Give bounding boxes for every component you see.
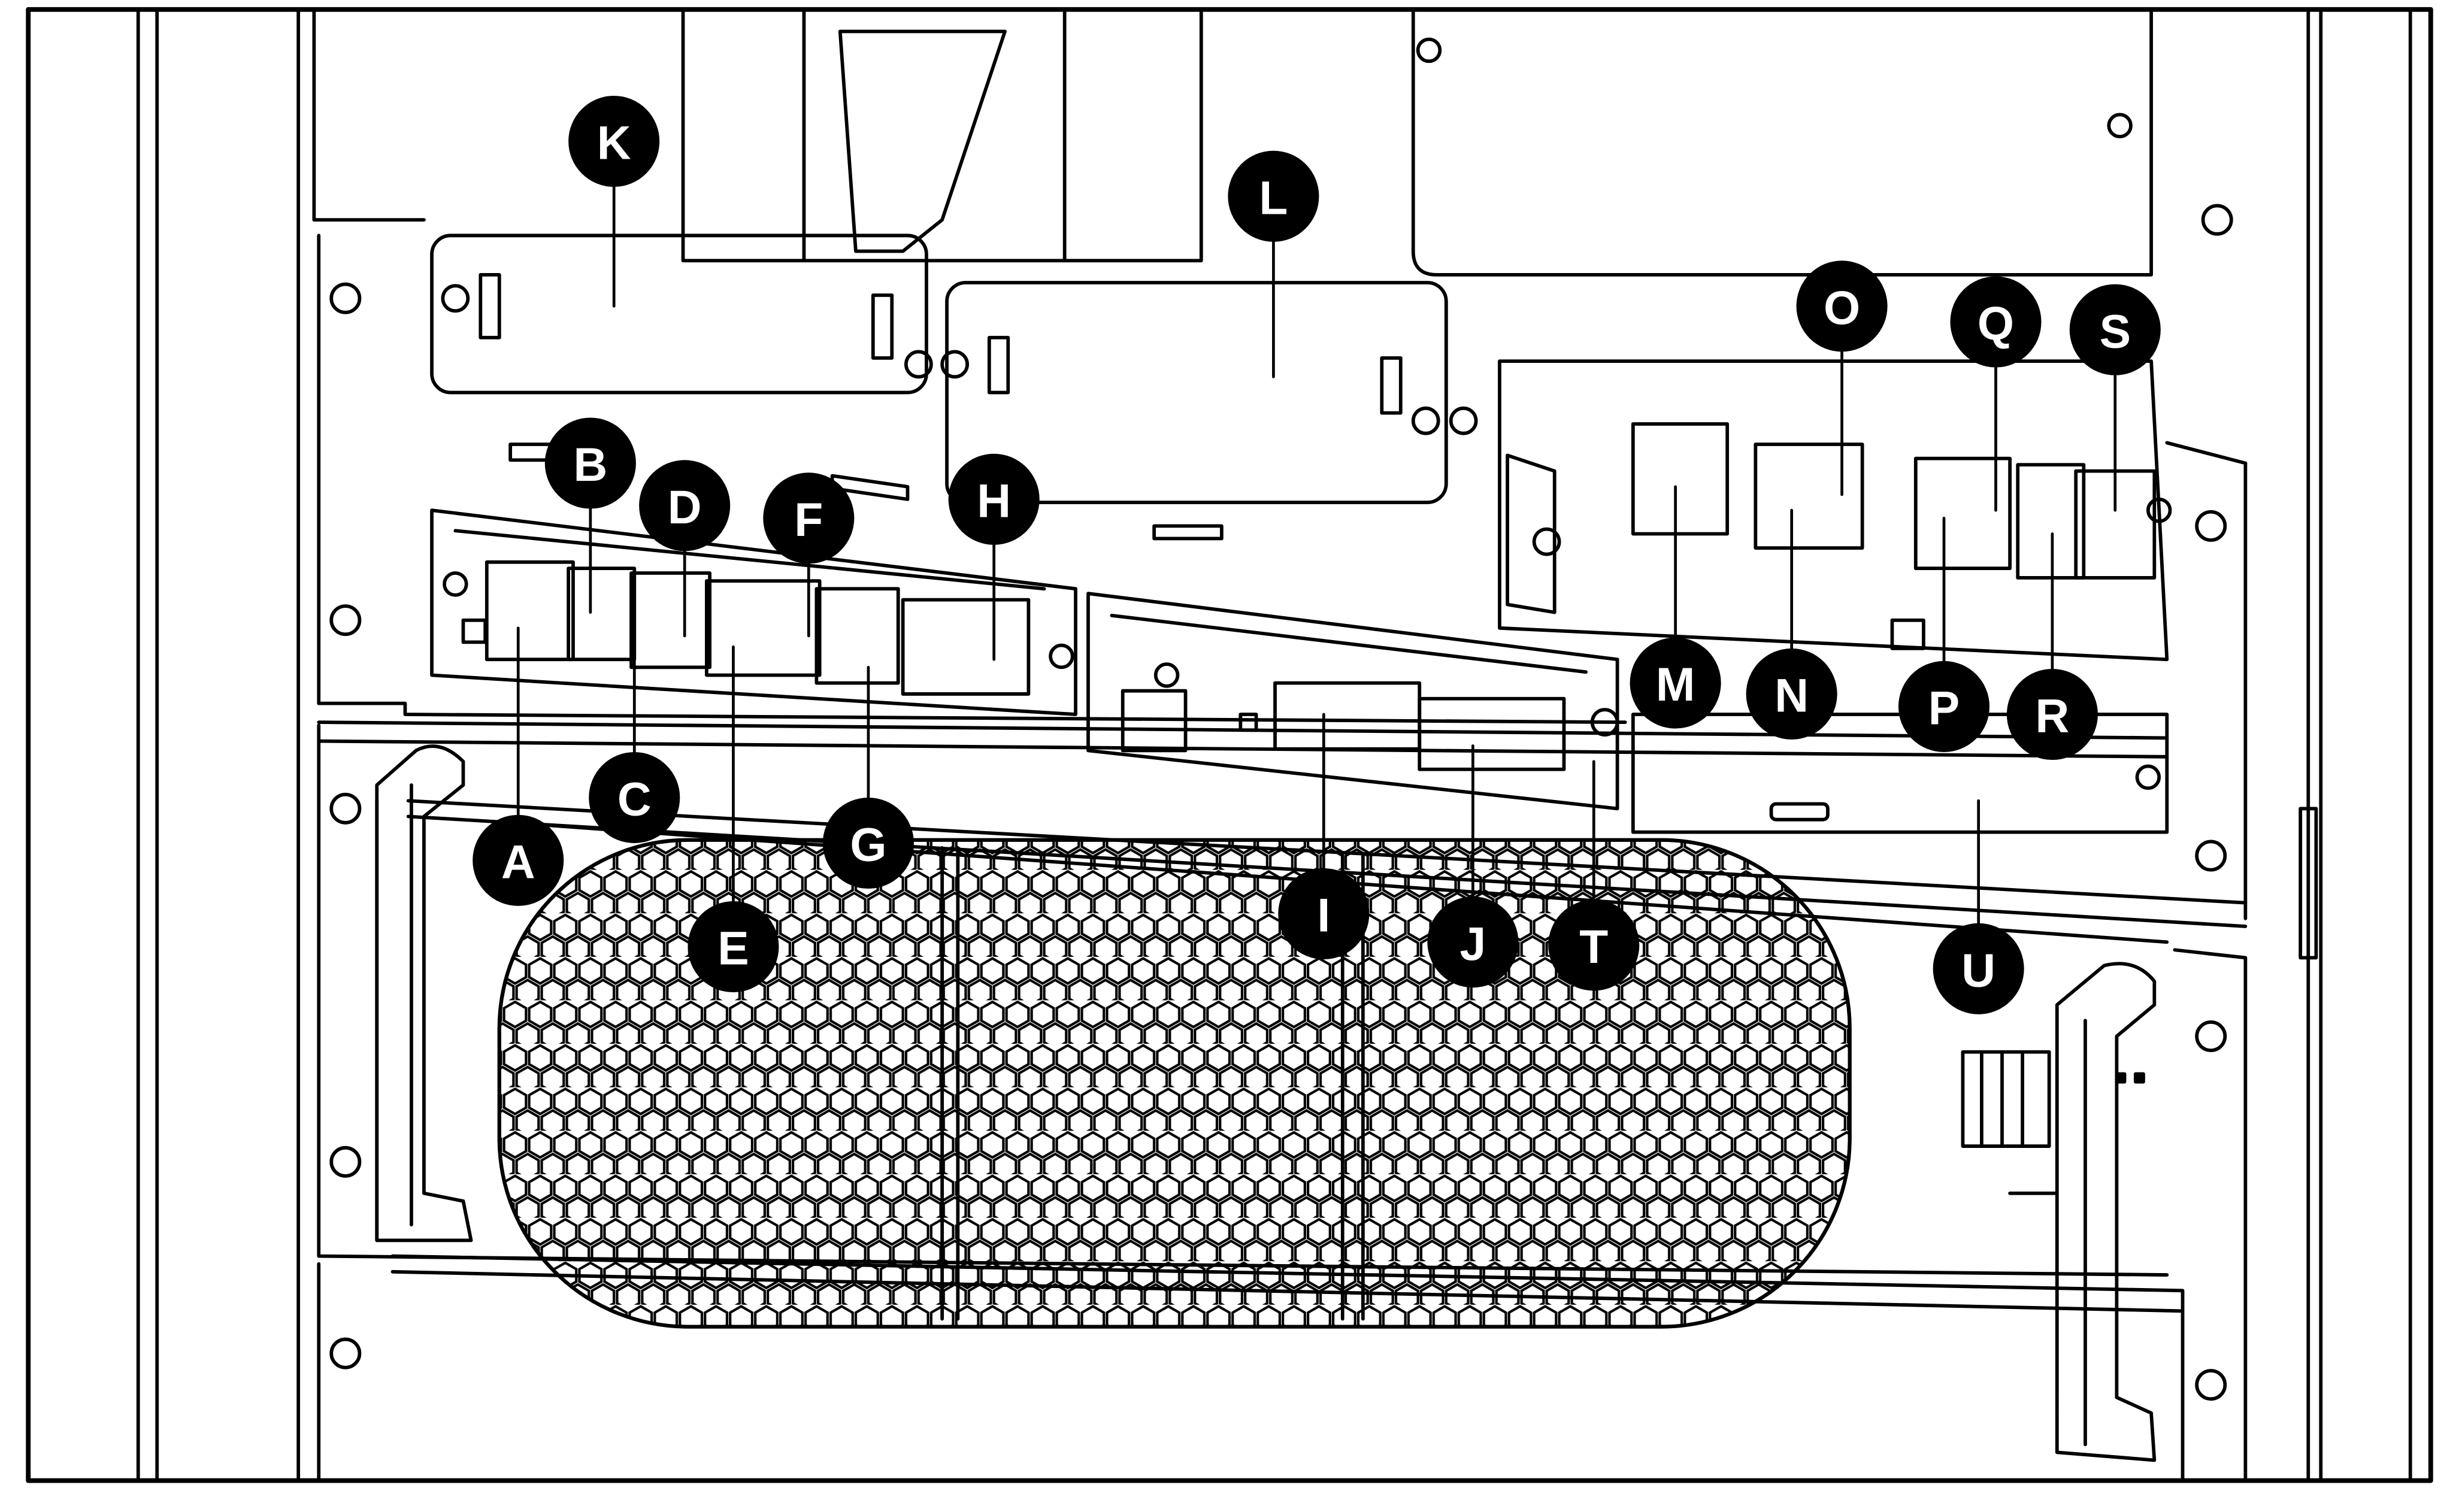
fan-grille (497, 838, 1852, 1329)
callout-l: L (1228, 150, 1319, 242)
callout-label: K (597, 117, 631, 169)
callout-circle (1950, 276, 2042, 368)
callout-circle (473, 814, 564, 906)
callout-b: B (544, 417, 636, 509)
callout-label: G (850, 819, 886, 871)
screw-top (1416, 37, 1442, 63)
callout-label: A (501, 835, 535, 888)
callout-i: I (1278, 868, 1370, 960)
callout-circle (822, 797, 914, 889)
callout-circle (568, 95, 660, 187)
callout-label: D (668, 481, 702, 534)
callout-s: S (2069, 284, 2161, 375)
callout-label: E (717, 922, 749, 975)
callout-circle (544, 417, 636, 509)
callout-label: F (794, 493, 823, 546)
callout-circle (639, 460, 731, 552)
callout-r: R (2006, 668, 2098, 760)
callout-circle (1228, 150, 1319, 242)
callout-n: N (1746, 648, 1837, 740)
callout-label: Q (1978, 297, 2014, 350)
callout-circle (1746, 648, 1837, 740)
callout-p: P (1898, 660, 1990, 752)
callout-label: C (617, 773, 652, 826)
callout-label: H (977, 474, 1011, 527)
callout-q: Q (1950, 276, 2042, 368)
callout-m: M (1630, 637, 1721, 729)
callout-circle (688, 901, 779, 993)
callout-t: T (1548, 899, 1640, 991)
callout-circle (589, 752, 680, 844)
callout-label: U (1961, 944, 1995, 996)
callout-h: H (948, 453, 1040, 545)
callout-label: J (1460, 917, 1486, 970)
callout-label: P (1928, 682, 1960, 735)
callout-o: O (1796, 260, 1888, 352)
callout-circle (1898, 660, 1990, 752)
callout-circle (763, 472, 855, 564)
callout-circle (948, 453, 1040, 545)
callout-label: B (573, 438, 607, 491)
callout-label: L (1259, 171, 1288, 224)
callout-circle (1796, 260, 1888, 352)
callout-e: E (688, 901, 779, 993)
callout-circle (1548, 899, 1640, 991)
callout-u: U (1933, 923, 2024, 1014)
callout-label: T (1579, 920, 1608, 973)
callout-markers: A B C D E F G H I J K L M N O P Q R S T U (473, 95, 2161, 1014)
callout-label: O (1824, 281, 1860, 334)
callout-circle (2006, 668, 2098, 760)
callout-circle (1278, 868, 1370, 960)
callout-c: C (589, 752, 680, 844)
figure-border (26, 7, 2433, 1483)
callout-label: M (1656, 658, 1695, 711)
callout-a: A (473, 814, 564, 906)
callout-f: F (763, 472, 855, 564)
callout-label: N (1774, 669, 1809, 722)
callout-label: R (2036, 690, 2070, 743)
callout-circle (1630, 637, 1721, 729)
callout-d: D (639, 460, 731, 552)
callout-label: I (1317, 889, 1330, 942)
callout-circle (1933, 923, 2024, 1014)
callout-g: G (822, 797, 914, 889)
callout-k: K (568, 95, 660, 187)
callout-label: S (2100, 305, 2131, 357)
callout-j: J (1427, 896, 1519, 988)
callout-circle (2069, 284, 2161, 375)
callout-circle (1427, 896, 1519, 988)
